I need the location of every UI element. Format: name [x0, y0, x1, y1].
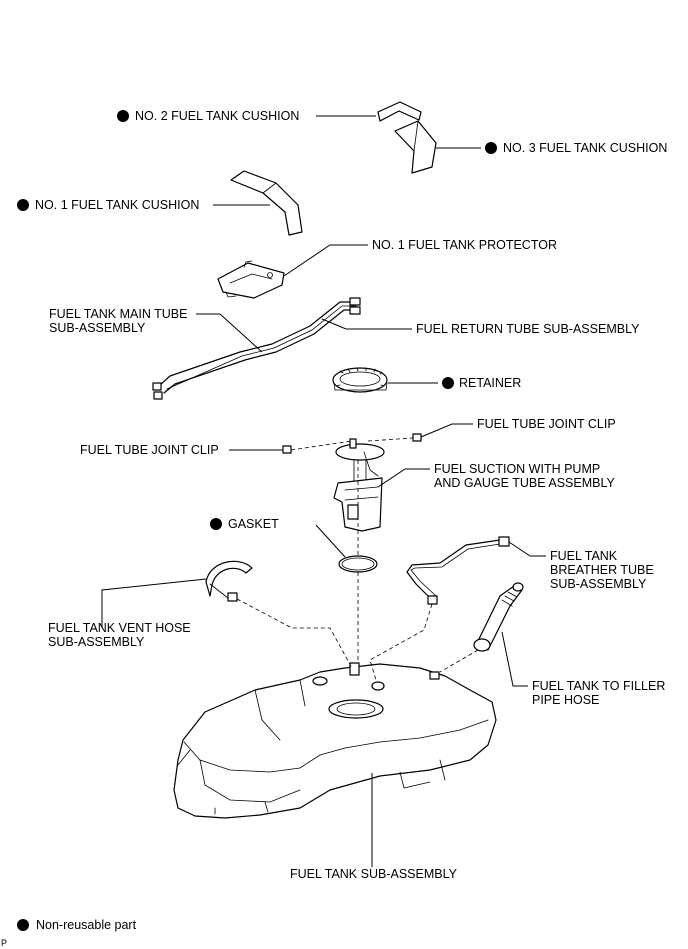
joint-clip-right-part [412, 433, 422, 442]
label-return-tube: FUEL RETURN TUBE SUB-ASSEMBLY [416, 322, 640, 336]
label-joint-clip-right: FUEL TUBE JOINT CLIP [477, 417, 616, 431]
label-breather-line1: FUEL TANK [550, 549, 618, 563]
label-filler-hose-line1: FUEL TANK TO FILLER [532, 679, 665, 693]
label-no1-protector: NO. 1 FUEL TANK PROTECTOR [372, 238, 557, 252]
fuel-tank-part [173, 662, 497, 819]
label-filler-hose-line2: PIPE HOSE [532, 693, 599, 707]
no1-protector-part [217, 260, 285, 299]
label-main-tube-line2: SUB-ASSEMBLY [49, 321, 146, 335]
legend-dot [17, 919, 29, 931]
label-joint-clip-left: FUEL TUBE JOINT CLIP [80, 443, 219, 457]
label-suction-line1: FUEL SUCTION WITH PUMP [434, 462, 600, 476]
fuel-tube-assembly-part [152, 297, 361, 400]
non-reusable-dot-no1-cushion [17, 199, 29, 211]
fuel-pump-assembly-part [333, 438, 385, 532]
label-no1-cushion: NO. 1 FUEL TANK CUSHION [35, 198, 199, 212]
assembly-dashed-lines [236, 437, 479, 681]
no2-cushion-part [377, 101, 422, 122]
no1-cushion-part [230, 170, 303, 236]
label-fuel-tank: FUEL TANK SUB-ASSEMBLY [290, 867, 458, 881]
label-suction-line2: AND GAUGE TUBE ASSEMBLY [434, 476, 616, 490]
legend-non-reusable-text: Non-reusable part [36, 918, 137, 932]
non-reusable-dot-no2-cushion [117, 110, 129, 122]
label-retainer: RETAINER [459, 376, 521, 390]
joint-clip-left-part [282, 445, 292, 454]
label-no2-cushion: NO. 2 FUEL TANK CUSHION [135, 109, 299, 123]
gasket-part [338, 555, 378, 573]
breather-tube-part [406, 536, 510, 605]
vent-hose-part [205, 560, 253, 602]
non-reusable-dot-no3-cushion [485, 142, 497, 154]
leader-lines [101, 115, 546, 867]
label-no3-cushion: NO. 3 FUEL TANK CUSHION [503, 141, 667, 155]
filler-hose-part [473, 582, 524, 652]
non-reusable-dot-gasket [210, 518, 222, 530]
retainer-part [332, 367, 388, 393]
label-vent-hose-line1: FUEL TANK VENT HOSE [48, 621, 191, 635]
label-breather-line2: BREATHER TUBE [550, 563, 654, 577]
non-reusable-dot-retainer [442, 377, 454, 389]
label-gasket: GASKET [228, 517, 279, 531]
label-main-tube-line1: FUEL TANK MAIN TUBE [49, 307, 187, 321]
no3-cushion-part [394, 120, 437, 174]
corner-code: P [1, 938, 7, 948]
label-vent-hose-line2: SUB-ASSEMBLY [48, 635, 145, 649]
label-breather-line3: SUB-ASSEMBLY [550, 577, 647, 591]
